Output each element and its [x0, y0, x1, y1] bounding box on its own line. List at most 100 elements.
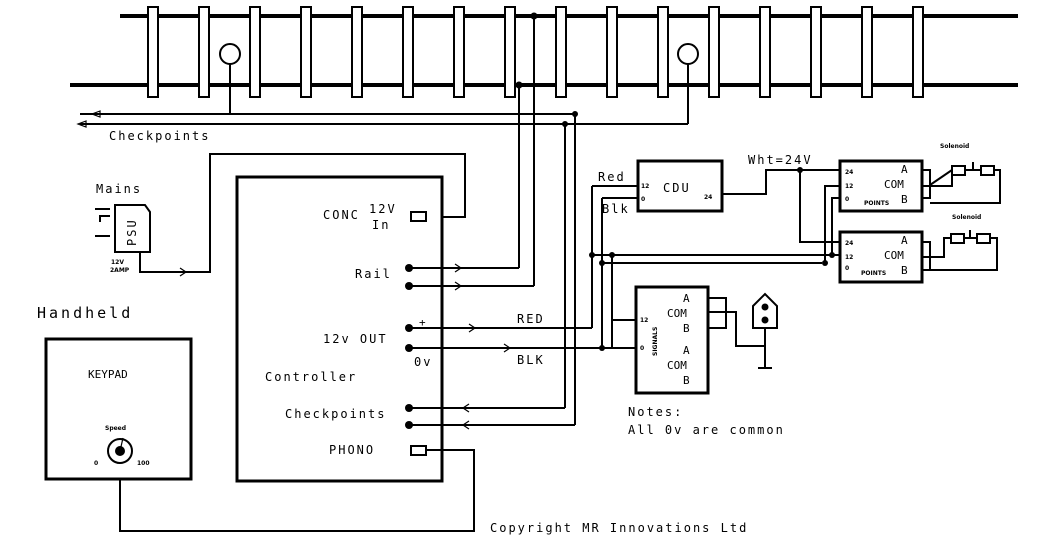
copyright-text: Copyright MR Innovations Ltd [490, 521, 748, 535]
notes-body: All 0v are common [628, 423, 785, 437]
rail-label: Rail [355, 267, 392, 281]
phono-label: PHONO [329, 443, 375, 457]
speed-label: Speed [105, 425, 126, 432]
psu-rating-1: 12V [111, 259, 124, 266]
sleeper [759, 6, 771, 98]
points-1-box [838, 159, 924, 213]
signals-12: 12 [640, 317, 648, 324]
speed-knob[interactable] [107, 438, 133, 464]
speed-min: 0 [94, 460, 98, 467]
signal-head [752, 292, 778, 329]
cdu-label: CDU [663, 181, 691, 195]
sleeper [708, 6, 720, 98]
points-1-12: 12 [845, 183, 853, 190]
conc-in-label: In [372, 218, 390, 232]
signals-box [634, 285, 710, 395]
handheld: Handheld KEYPAD Speed 0 100 [37, 304, 475, 532]
signals-com2: COM [667, 359, 687, 372]
track [70, 6, 1018, 124]
signals-a1: A [683, 292, 690, 305]
sleeper [912, 6, 924, 98]
cdu-box [636, 159, 724, 213]
cdu: CDU 12 0 24 Wht=24V [636, 153, 840, 243]
sleeper [198, 6, 210, 98]
solenoid-2-coil-a [950, 233, 965, 244]
signals-module: 12 0 SIGNALS A COM B A COM B [634, 285, 778, 395]
checkpoint-bus: Checkpoints [76, 110, 688, 143]
points-2-a: A [901, 234, 908, 247]
checkpoint-sensor-2 [677, 43, 699, 65]
solenoid-1-label: Solenoid [940, 143, 969, 150]
phono-socket [410, 445, 427, 456]
conc-12v-label: 12V [369, 202, 397, 216]
handheld-box [44, 337, 193, 481]
cdu-12-label: 12 [641, 183, 649, 190]
points-2-title: POINTS [861, 270, 886, 277]
signals-b1: B [683, 322, 690, 335]
sleeper [351, 6, 363, 98]
points-module-1: 24 12 0 POINTS A COM B Solenoid [822, 143, 1001, 266]
points-2-12: 12 [845, 254, 853, 261]
sleeper [147, 6, 159, 98]
points-1-24: 24 [845, 169, 853, 176]
sleeper [453, 6, 465, 98]
points-1-com: COM [884, 178, 904, 191]
sleeper [504, 6, 516, 98]
points-2-b: B [901, 264, 908, 277]
sleeper [861, 6, 873, 98]
points-1-b: B [901, 193, 908, 206]
conc-socket [410, 211, 427, 222]
speed-max: 100 [137, 460, 150, 467]
signals-b2: B [683, 374, 690, 387]
sleeper [555, 6, 567, 98]
controller-label: Controller [265, 370, 357, 384]
signals-a2: A [683, 344, 690, 357]
red-wire-label: RED [517, 312, 545, 326]
solenoid-2-label: Solenoid [952, 214, 981, 221]
solenoid-1-coil-a [951, 165, 966, 176]
points-1-title: POINTS [864, 200, 889, 207]
wht-label: Wht=24V [748, 153, 813, 167]
points-2-24: 24 [845, 240, 853, 247]
mains-label: Mains [96, 182, 142, 196]
solenoid-1-coil-b [980, 165, 995, 176]
psu-rating-2: 2AMP [110, 267, 130, 274]
checkpoints-ctrl-label: Checkpoints [285, 407, 386, 421]
points-1-0: 0 [845, 196, 849, 203]
sleeper [249, 6, 261, 98]
signals-0: 0 [640, 345, 644, 352]
controller: CONC 12V In Rail 12v OUT + 0v Controller… [235, 175, 575, 483]
red-cdu-label: Red [598, 170, 626, 184]
sleeper [402, 6, 414, 98]
signals-title: SIGNALS [652, 327, 659, 356]
points-2-box [838, 230, 924, 284]
cdu-24-label: 24 [704, 194, 712, 201]
sleepers [147, 6, 924, 98]
checkpoints-label: Checkpoints [109, 129, 210, 143]
handheld-label: Handheld [37, 304, 133, 322]
plus-label: + [419, 316, 426, 329]
psu: Mains PSU 12V 2AMP [95, 153, 466, 277]
sleeper [606, 6, 618, 98]
out-12v-label: 12v OUT [323, 332, 388, 346]
points-module-2: 24 12 0 POINTS A COM B Solenoid [838, 214, 998, 284]
track-wires [518, 16, 576, 425]
points-2-0: 0 [845, 265, 849, 272]
blk-wire-label: BLK [517, 353, 545, 367]
cdu-0-label: 0 [641, 196, 645, 203]
notes-title: Notes: [628, 405, 683, 419]
power-out-wires: RED BLK Red Blk [409, 170, 840, 367]
points-2-com: COM [884, 249, 904, 262]
checkpoint-sensor-1 [219, 43, 241, 65]
zero-v-label: 0v [414, 355, 432, 369]
blk-cdu-label: Blk [602, 202, 630, 216]
psu-label: PSU [125, 218, 139, 246]
solenoid-2-coil-b [976, 233, 991, 244]
sleeper [300, 6, 312, 98]
sleeper [657, 6, 669, 98]
keypad-label: KEYPAD [88, 368, 128, 381]
points-1-a: A [901, 163, 908, 176]
sleeper [810, 6, 822, 98]
